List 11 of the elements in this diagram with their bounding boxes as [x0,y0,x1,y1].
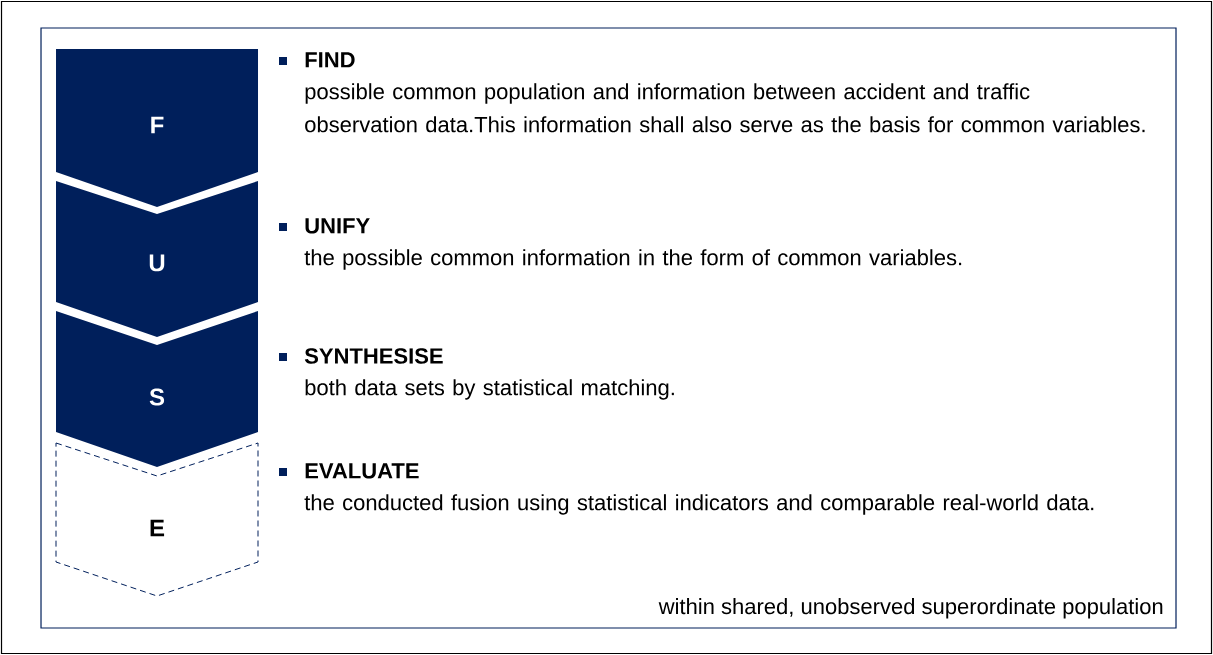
step-heading: UNIFY [305,218,370,234]
step-description: the possible common information in the form of common variables. [304,249,962,270]
node-label: F [151,116,164,134]
node-label: U [149,254,165,272]
step-heading: SYNTHESISE [304,348,443,364]
node-label: S [149,388,165,406]
step-description: both data sets by statistical matching. [305,379,674,400]
step-description: possible common population and information between accident and traffic observation data.This information shall also serve as the basis for common variables. [305,83,1145,133]
step-heading: EVALUATE [305,463,419,479]
step-heading: FIND [305,52,355,68]
step-description: the conducted fusion using statistical indicators and comparable real-world data. [304,494,1094,515]
